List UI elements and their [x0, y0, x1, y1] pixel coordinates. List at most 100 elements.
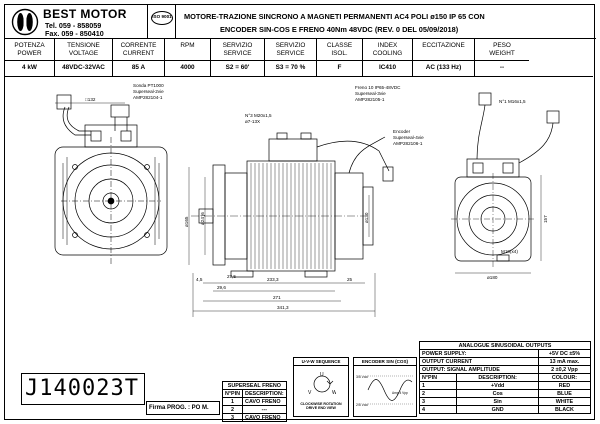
company-tel: Tel. 059 - 858059 [45, 21, 102, 30]
label-screw-left: N°3 M20x1,5 [245, 113, 272, 118]
label-encoder-part: AMP282106-1 [393, 141, 423, 146]
encoder-box: ENCODER SIN (COS) 3/5 Vdd 2/5 Vdd Amp 4 … [353, 357, 417, 417]
analog-title: ANALOGUE SINUSOIDAL OUTPUTS [419, 341, 591, 350]
company-fax: Fax. 059 - 850410 [45, 29, 104, 38]
pin-num: 2 [418, 389, 458, 398]
title-block: MOTORE-TRAZIONE SINCRONO A MAGNETI PERMA… [176, 5, 596, 39]
encoder-v1: 3/5 Vdd [356, 375, 368, 379]
label-sonda-conn: Superseal-2vie [133, 89, 164, 94]
title-line-1: MOTORE-TRAZIONE SINCRONO A MAGNETI PERMA… [184, 12, 485, 21]
pin-num: 3 [418, 397, 458, 406]
freno-row-pin: 1 [221, 397, 244, 406]
freno-row-desc: --- [242, 405, 287, 414]
spec-value: 48VDC-32VAC [62, 64, 105, 71]
freno-table-title: SUPERSEAL FRENO [222, 381, 287, 390]
spec-header: RPM [165, 39, 210, 61]
pin-num: 4 [418, 405, 458, 414]
encoder-amp: Amp 4 Vpp [392, 391, 408, 395]
dim-4-5: 4,5 [196, 277, 203, 282]
drawing-sheet: BEST MOTOR Tel. 059 - 858059 Fax. 059 - … [4, 4, 596, 422]
spec-cell: PESO WEIGHT -- [475, 39, 529, 76]
uvw-icon: U V W [308, 372, 336, 396]
spec-cell: TENSIONE VOLTAGE 48VDC-32VAC [55, 39, 113, 76]
end-view-right [451, 92, 560, 274]
technical-drawing: □132 Sonda PT1000 Superseal-2vie AMP2821… [54, 83, 560, 317]
spec-value: 4 kW [22, 64, 37, 71]
dim-29-6: 29,6 [217, 285, 226, 290]
spec-value: 4000 [180, 64, 195, 71]
spec-header: CLASSE ISOL. [317, 39, 362, 61]
encoder-title: ENCODER SIN (COS) [354, 358, 416, 366]
encoder-waveform: 3/5 Vdd 2/5 Vdd Amp 4 Vpp [356, 375, 414, 407]
dim-157: 157 [543, 215, 548, 223]
label-screw-left-dia: ø7-13X [245, 119, 260, 124]
analog-row-value: +5V DC ±5% [537, 349, 592, 358]
pin-colour: WHITE [537, 397, 592, 406]
iso-badge-inner [151, 11, 173, 25]
pin-desc: Cos [456, 389, 539, 398]
spec-row: POTENZA POWER 4 kW TENSIONE VOLTAGE 48VDC-3… [5, 39, 593, 77]
spec-value: -- [499, 64, 505, 71]
spec-header: POTENZA POWER [5, 39, 54, 61]
dim-25: 25 [347, 277, 353, 282]
dim-m10: M10(x4) [501, 249, 518, 254]
pin-desc: +Vdd [456, 381, 539, 390]
spec-cell: CLASSE ISOL. F [317, 39, 363, 76]
iso-badge: ISO 9001 [148, 5, 176, 39]
pin-header-desc: DESCRIPTION: [456, 373, 539, 382]
spec-header: SERVIZIO SERVICE [265, 39, 316, 61]
spec-value: AC (133 Hz) [425, 64, 462, 71]
analog-row-label: POWER SUPPLY: [419, 349, 539, 358]
freno-row-pin: 2 [221, 405, 244, 414]
analog-row-value: 2 ±0,2 Vpp [537, 365, 592, 374]
spec-cell: RPM 4000 [165, 39, 211, 76]
label-encoder: Encoder [393, 129, 411, 134]
spec-cell: INDEX COOLING IC410 [363, 39, 413, 76]
freno-row-desc: CAVO FRENO [242, 413, 287, 422]
analog-table: ANALOGUE SINUSOIDAL OUTPUTS POWER SUPPLY… [418, 341, 592, 414]
label-freno-part: AMP282105-1 [355, 97, 385, 102]
label-sonda: Sonda PT1000 [133, 83, 164, 88]
end-view-left [54, 94, 168, 265]
company-name: BEST MOTOR [43, 7, 127, 21]
analog-row-label: OUTPUT CURRENT [419, 357, 539, 366]
spec-header: SERVIZIO SERVICE [211, 39, 264, 61]
iso-label: ISO 9001 [152, 14, 172, 19]
encoder-v2: 2/5 Vdd [356, 403, 368, 407]
freno-row-desc: CAVO FRENO [242, 397, 287, 406]
dim-27-5: 27,5 [227, 274, 236, 279]
analog-row-label: OUTPUT: SIGNAL AMPLITUDE [419, 365, 539, 374]
pin-desc: Sin [456, 397, 539, 406]
spec-header: TENSIONE VOLTAGE [55, 39, 112, 61]
dim-shaft: ø24 j6 [200, 212, 205, 225]
uvw-box: U-V-W SEQUENCE U V W CLOCKWISE ROTATION … [293, 357, 349, 417]
spec-header: PESO WEIGHT [475, 39, 529, 61]
dim-c132: □132 [85, 97, 96, 102]
spec-header: CORRENTE CURRENT [113, 39, 164, 61]
freno-row-pin: 3 [221, 413, 244, 422]
analog-row-value: 13 mA max. [537, 357, 592, 366]
spec-value: IC410 [378, 64, 397, 71]
signature: Firma PROG. : PO M. [146, 401, 220, 415]
uvw-u: U [320, 372, 324, 378]
uvw-w: W [332, 390, 336, 396]
dim-271: 271 [273, 295, 281, 300]
uvw-note: CLOCKWISE ROTATION DRIVE END VIEW [300, 402, 342, 411]
pin-num: 1 [418, 381, 458, 390]
pin-colour: BLACK [537, 405, 592, 414]
label-freno-conn: Superseal-3vie [355, 91, 386, 96]
pin-desc: GND [456, 405, 539, 414]
spec-cell: POTENZA POWER 4 kW [5, 39, 55, 76]
pin-header-colour: COLOUR: [537, 373, 592, 382]
freno-header-pin: N°PIN [221, 389, 244, 398]
spec-value: F [337, 64, 342, 71]
label-encoder-conn: Superseal-4vie [393, 135, 424, 140]
side-view [188, 132, 394, 317]
spec-header: INDEX COOLING [363, 39, 412, 61]
freno-header-desc: DESCRIPTION: [242, 389, 287, 398]
dim-341-3: 341,3 [277, 305, 289, 310]
